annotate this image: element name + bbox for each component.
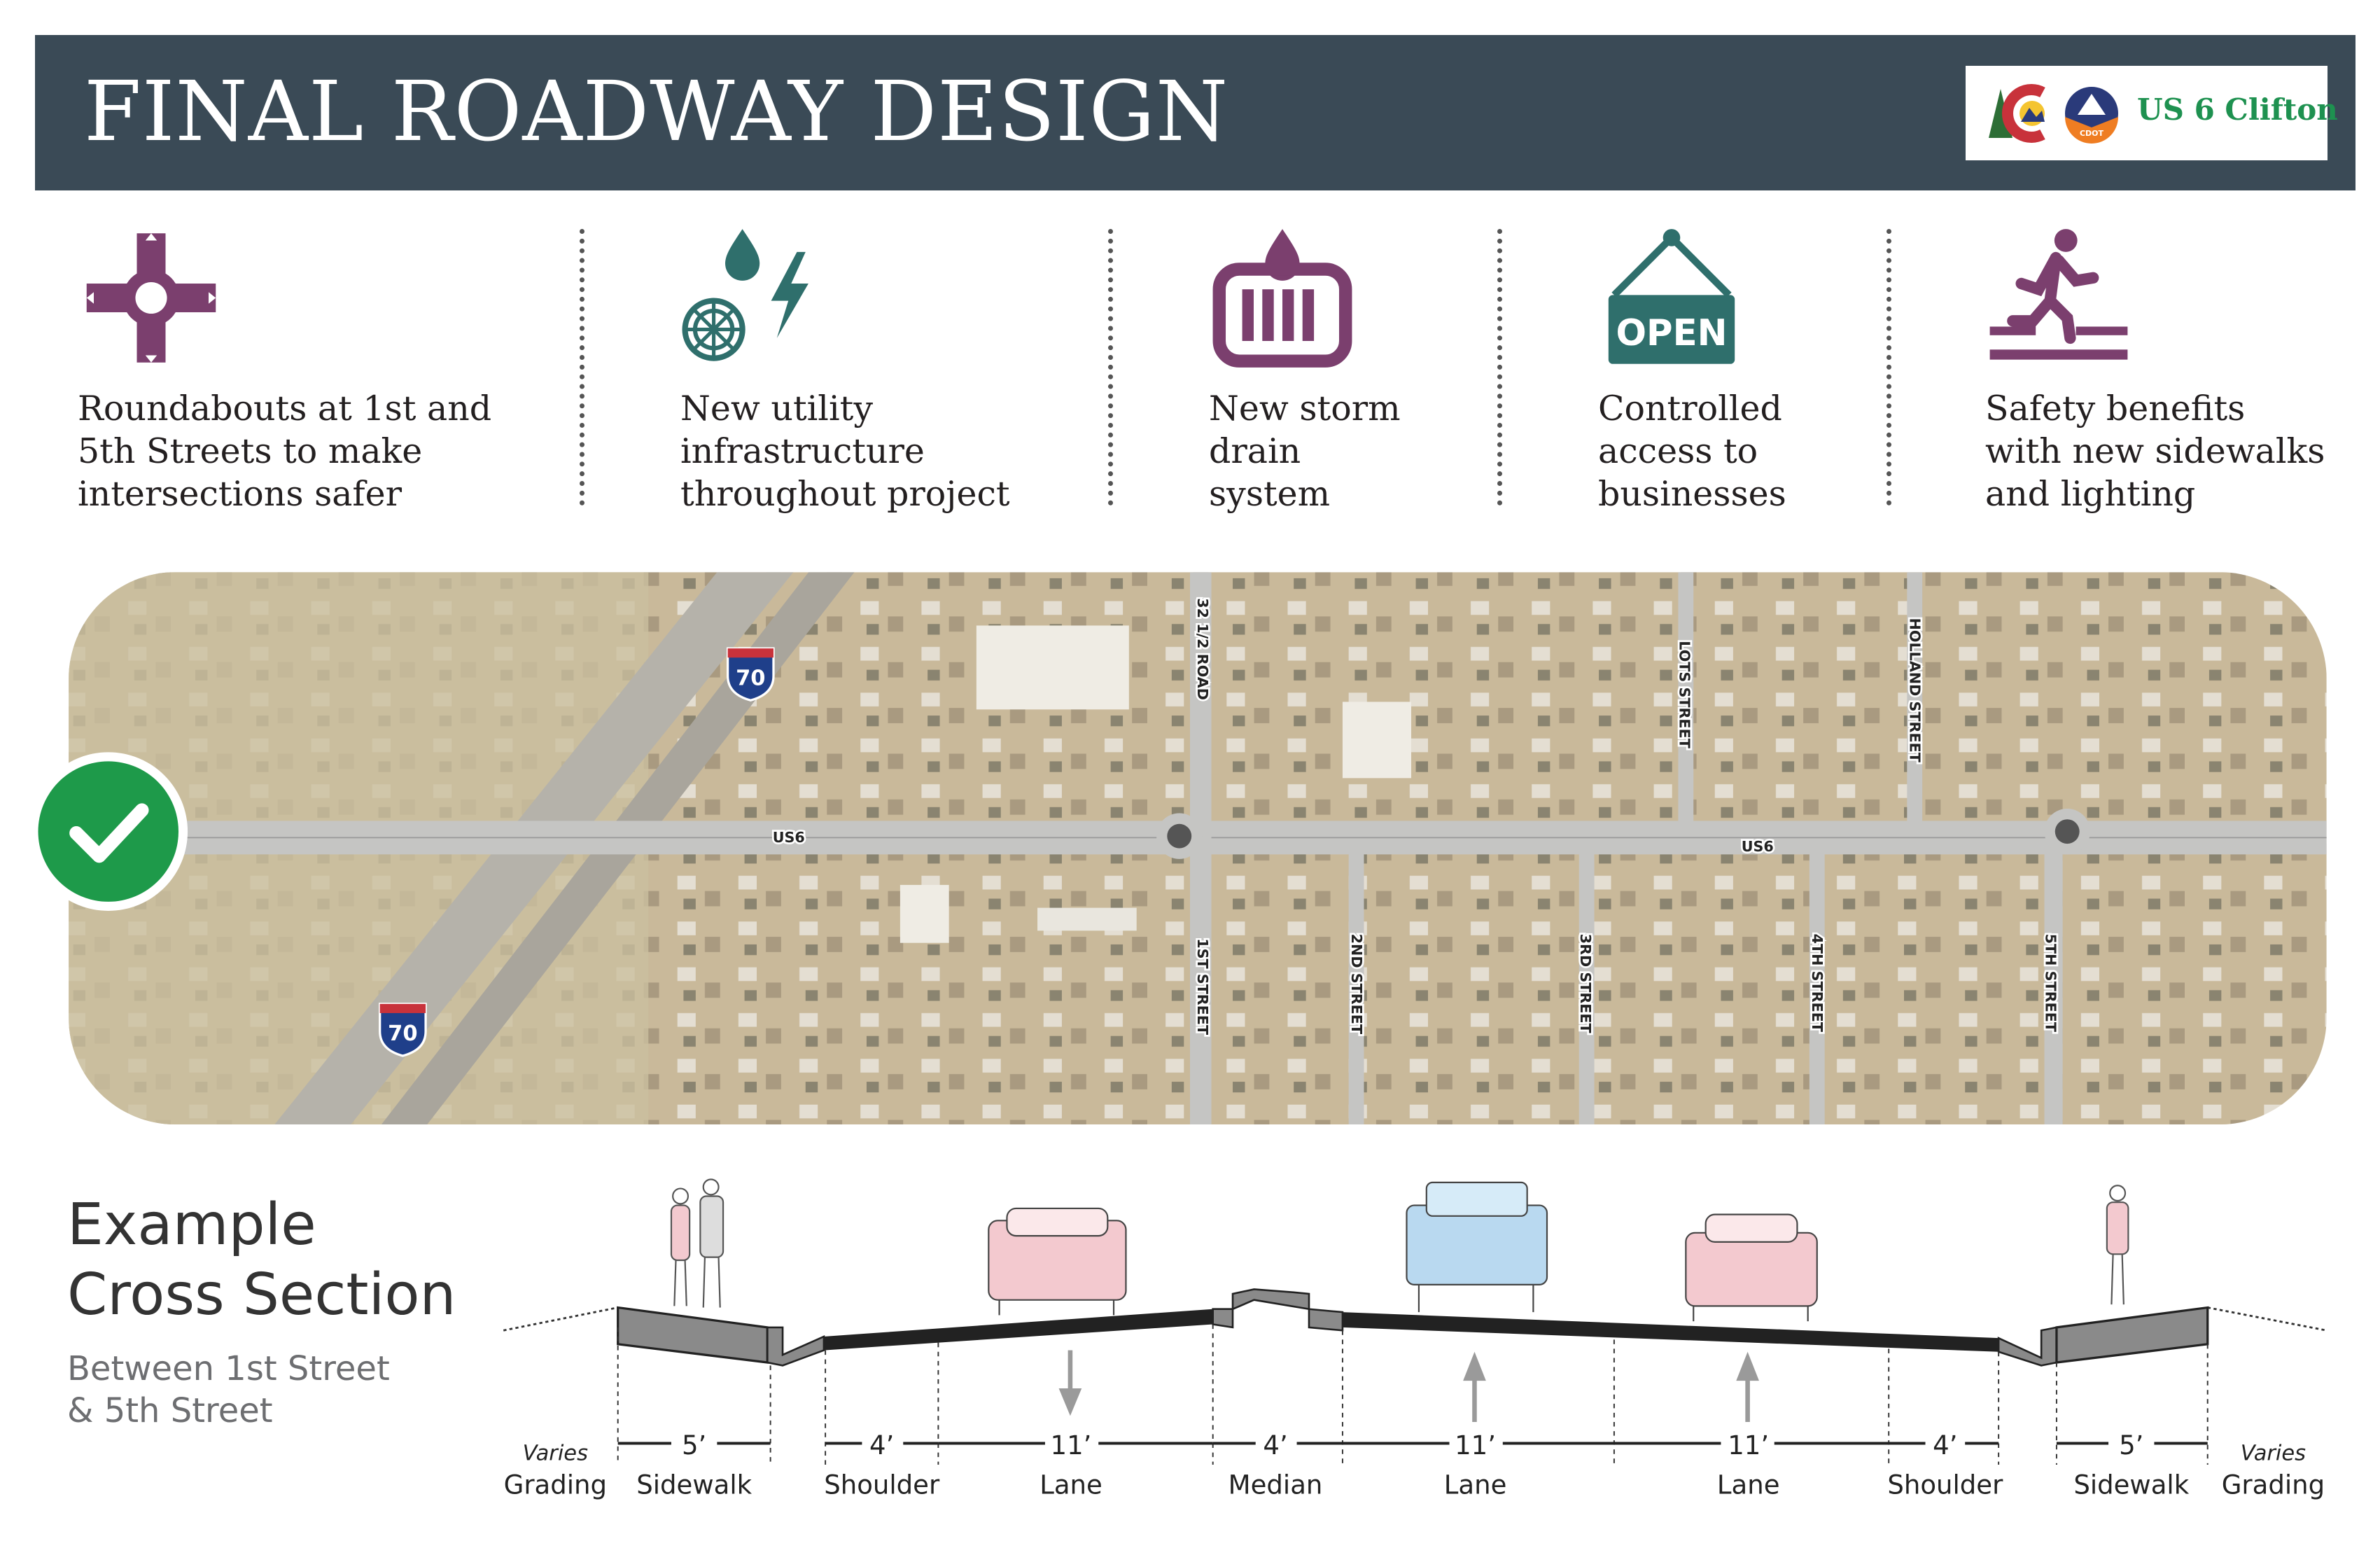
segment-label: Sidewalk — [2073, 1470, 2189, 1500]
feature-roundabouts: Roundabouts at 1st and 5th Streets to ma… — [78, 226, 512, 515]
street-label: 2ND STREET — [1348, 934, 1365, 1034]
check-icon — [29, 752, 188, 911]
segment-label: Shoulder — [1887, 1470, 2003, 1500]
pedestrian-icon — [1989, 229, 2128, 360]
segment-label: Grading — [504, 1470, 607, 1500]
street-label: 4TH STREET — [1809, 934, 1826, 1032]
segment-label: Grading — [2222, 1470, 2325, 1500]
open-sign-icon: OPEN — [1608, 229, 1735, 364]
vehicles — [988, 1181, 1818, 1322]
utility-icon — [682, 229, 808, 361]
segment-width: 5’ — [2119, 1430, 2143, 1460]
divider — [1108, 229, 1113, 505]
street-label: LOTS STREET — [1676, 641, 1693, 748]
feature-safety: Safety benefits with new sidewalks and l… — [1985, 226, 2380, 515]
traffic-direction-arrows — [1058, 1350, 1759, 1422]
truck-icon — [1406, 1204, 1548, 1285]
us6-label: US6 — [773, 829, 805, 846]
segment-label: Lane — [1717, 1470, 1780, 1500]
feature-text: New utility infrastructure throughout pr… — [680, 389, 1010, 514]
segment-width: 11’ — [1455, 1430, 1496, 1460]
cross-section-title: Example Cross Section — [67, 1192, 456, 1328]
segment-width: 5’ — [682, 1430, 706, 1460]
car-icon — [1685, 1232, 1818, 1307]
feature-text: Safety benefits with new sidewalks and l… — [1985, 389, 2325, 514]
segment-label: Lane — [1040, 1470, 1102, 1500]
street-label: 1ST STREET — [1194, 938, 1211, 1035]
cross-section-subtitle: Between 1st Street & 5th Street — [67, 1349, 390, 1430]
segment-label: Lane — [1444, 1470, 1507, 1500]
segment-label: Median — [1228, 1470, 1323, 1500]
page-title: FINAL ROADWAY DESIGN — [84, 63, 1229, 160]
aerial-map[interactable]: US6 US6 32 1/2 ROAD 1ST STREET 2ND STREE… — [69, 572, 2327, 1125]
segment-width: 11’ — [1728, 1430, 1769, 1460]
median — [1212, 1288, 1344, 1332]
pedestrians — [670, 1178, 2129, 1308]
cross-section-diagram: Varies Grading 5’ Sidewalk 4’ Shoulder 1… — [503, 1178, 2327, 1500]
street-label: HOLLAND STREET — [1907, 618, 1924, 762]
us6-label: US6 — [1742, 838, 1774, 855]
sidewalk-right — [2055, 1306, 2209, 1364]
divider — [580, 229, 584, 505]
street-label: 3RD STREET — [1577, 934, 1594, 1033]
feature-utilities: New utility infrastructure throughout pr… — [680, 226, 1114, 515]
street-label: 5TH STREET — [2043, 934, 2059, 1032]
storm-drain-icon — [1212, 229, 1352, 368]
open-sign-text: OPEN — [1616, 312, 1727, 354]
segment-width: 4’ — [1933, 1430, 1957, 1460]
street-label: 32 1/2 ROAD — [1194, 598, 1211, 700]
feature-text: New storm drain system — [1209, 389, 1401, 514]
segment-label: Sidewalk — [636, 1470, 752, 1500]
interstate-shield-icon: 70 — [726, 647, 775, 702]
segment-width: 4’ — [869, 1430, 894, 1460]
roadway-right — [1342, 1312, 1999, 1352]
feature-storm-drain: New storm drain system — [1209, 226, 1643, 515]
interstate-shield-icon: 70 — [379, 1003, 427, 1057]
roadway-left — [823, 1309, 1213, 1351]
feature-access: OPEN Controlled access to businesses — [1598, 226, 2032, 515]
svg-text:70: 70 — [736, 666, 765, 690]
feature-text: Controlled access to businesses — [1598, 389, 1786, 514]
divider — [1886, 229, 1891, 505]
cdot-badge-text: CDOT — [2080, 129, 2104, 138]
segment-width: 4’ — [1263, 1430, 1287, 1460]
header-banner: FINAL ROADWAY DESIGN CDOT US 6 Clifton — [35, 35, 2356, 190]
cdot-logo-icon: CDOT — [1989, 84, 2118, 144]
logo: CDOT US 6 Clifton — [1966, 66, 2338, 160]
sidewalk-left — [617, 1306, 769, 1364]
roundabout-icon — [86, 233, 216, 363]
segment-width: 11’ — [1051, 1430, 1092, 1460]
dimension-labels: Varies Grading 5’ Sidewalk 4’ Shoulder 1… — [504, 1430, 2325, 1500]
segment-label: Shoulder — [824, 1470, 940, 1500]
project-name: US 6 Clifton — [2137, 92, 2338, 127]
feature-text: Roundabouts at 1st and 5th Streets to ma… — [78, 389, 492, 514]
svg-text:70: 70 — [388, 1021, 417, 1046]
segment-width: Varies — [523, 1441, 588, 1465]
segment-width: Varies — [2241, 1441, 2306, 1465]
divider — [1497, 229, 1502, 505]
